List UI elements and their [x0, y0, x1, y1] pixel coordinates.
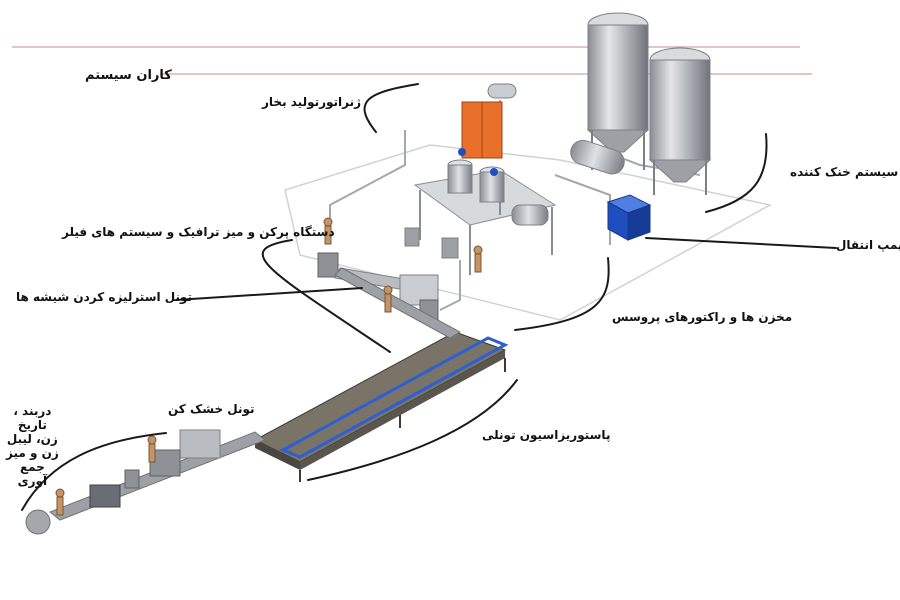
callout-transfer-pump: [645, 237, 837, 249]
workers: [55, 217, 483, 516]
silo-left: [586, 12, 650, 170]
label-capping: دربند ، تاریخ زن، لیبل زن و میز جمع آوری: [6, 404, 59, 488]
callout-pasteurization: [307, 379, 518, 481]
callout-sterilizer: [175, 287, 363, 301]
label-cooling-system: سیستم خنک کننده: [790, 165, 899, 179]
callout-drying: [21, 432, 167, 511]
label-tanks-reactors: مخزن ها و راکتورهای پروسس: [612, 310, 793, 324]
callout-tanks: [514, 257, 610, 331]
label-steam-generator: ژنراتورتولید بخار: [262, 95, 362, 109]
filler-area: [317, 252, 439, 321]
process-reactors: [404, 148, 549, 259]
label-pasteurization: پاستوریزاسیون تونلی: [482, 428, 611, 442]
capping-line: [25, 429, 266, 535]
callout-cooling-system: [705, 133, 768, 213]
callout-steam-generator: [363, 83, 419, 133]
label-drying-tunnel: تونل خشک کن: [168, 402, 255, 416]
label-karan-system: کاران سیستم: [85, 68, 172, 83]
label-filler: دستگاه پرکن و میز ترافیک و سیستم های فیل…: [62, 225, 335, 239]
floor-outline: [284, 144, 773, 321]
label-bottle-sterilize: تونل استرلیزه کردن شیشه ها: [16, 290, 193, 304]
callout-filler: [261, 239, 391, 353]
silo-right: [648, 47, 712, 195]
label-transfer-pump: پمپ انتقال: [836, 238, 900, 252]
horizontal-tank: [570, 139, 625, 175]
sterilizer-conveyor: [334, 267, 462, 339]
callout-lines: [21, 83, 837, 511]
pasteurization-tunnel: [253, 331, 509, 482]
transfer-pump-unit: [606, 194, 652, 241]
steam-generator-unit: [461, 83, 517, 159]
